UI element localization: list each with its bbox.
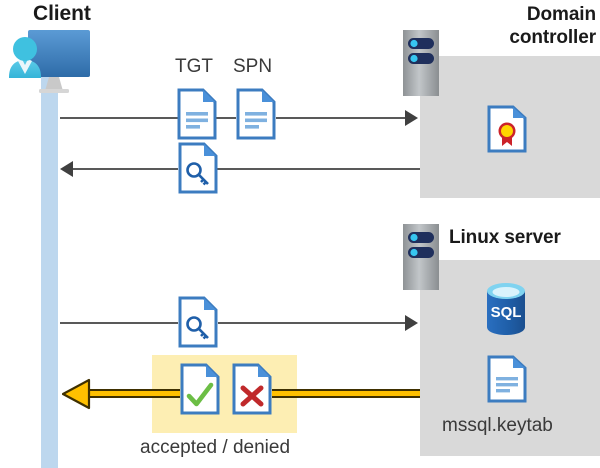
server-rack-icon-domain-controller: [403, 30, 439, 96]
flow-1-line-left: [60, 117, 178, 119]
flow-3-line-right: [218, 322, 408, 324]
flow-3-line-left: [60, 322, 178, 324]
flow-1-line-middle: [216, 117, 236, 119]
flow-2-line-right: [217, 168, 420, 170]
certificate-document-icon: [487, 105, 527, 153]
sql-database-icon: SQL: [482, 282, 530, 336]
flow-1-arrowhead: [405, 110, 418, 126]
accepted-check-document-icon: [180, 363, 220, 415]
keytab-filename-label: mssql.keytab: [442, 415, 553, 436]
flow-4-arrowhead: [61, 378, 92, 410]
svg-text:SQL: SQL: [491, 304, 522, 321]
tgt-text-document-icon: [177, 88, 217, 140]
flow-4-line-left: [88, 389, 180, 398]
page-title-domain-controller: Domain controller: [400, 3, 596, 49]
page-title-client: Client: [33, 2, 91, 25]
page-title-linux-server: Linux server: [449, 227, 561, 248]
keytab-text-document-icon: [487, 355, 527, 403]
denied-cross-document-icon: [232, 363, 272, 415]
domain-controller-title-line1: Domain: [526, 4, 596, 25]
spn-label: SPN: [233, 56, 273, 77]
flow-3-arrowhead: [405, 315, 418, 331]
accepted-denied-caption: accepted / denied: [140, 437, 291, 458]
flow-2-line-left: [72, 168, 178, 170]
domain-controller-title-line2: controller: [509, 27, 596, 48]
flow-4-line-right: [272, 389, 420, 398]
tgt-label: TGT: [175, 56, 213, 77]
spn-text-document-icon: [236, 88, 276, 140]
service-ticket-key-document-icon-2: [178, 296, 218, 348]
client-user-monitor-icon: [5, 27, 93, 95]
client-lifeline: [41, 76, 58, 468]
server-rack-icon-linux-server: [403, 224, 439, 290]
flow-1-line-right: [276, 117, 408, 119]
flow-2-arrowhead: [60, 161, 73, 177]
service-ticket-key-document-icon-1: [178, 142, 218, 194]
